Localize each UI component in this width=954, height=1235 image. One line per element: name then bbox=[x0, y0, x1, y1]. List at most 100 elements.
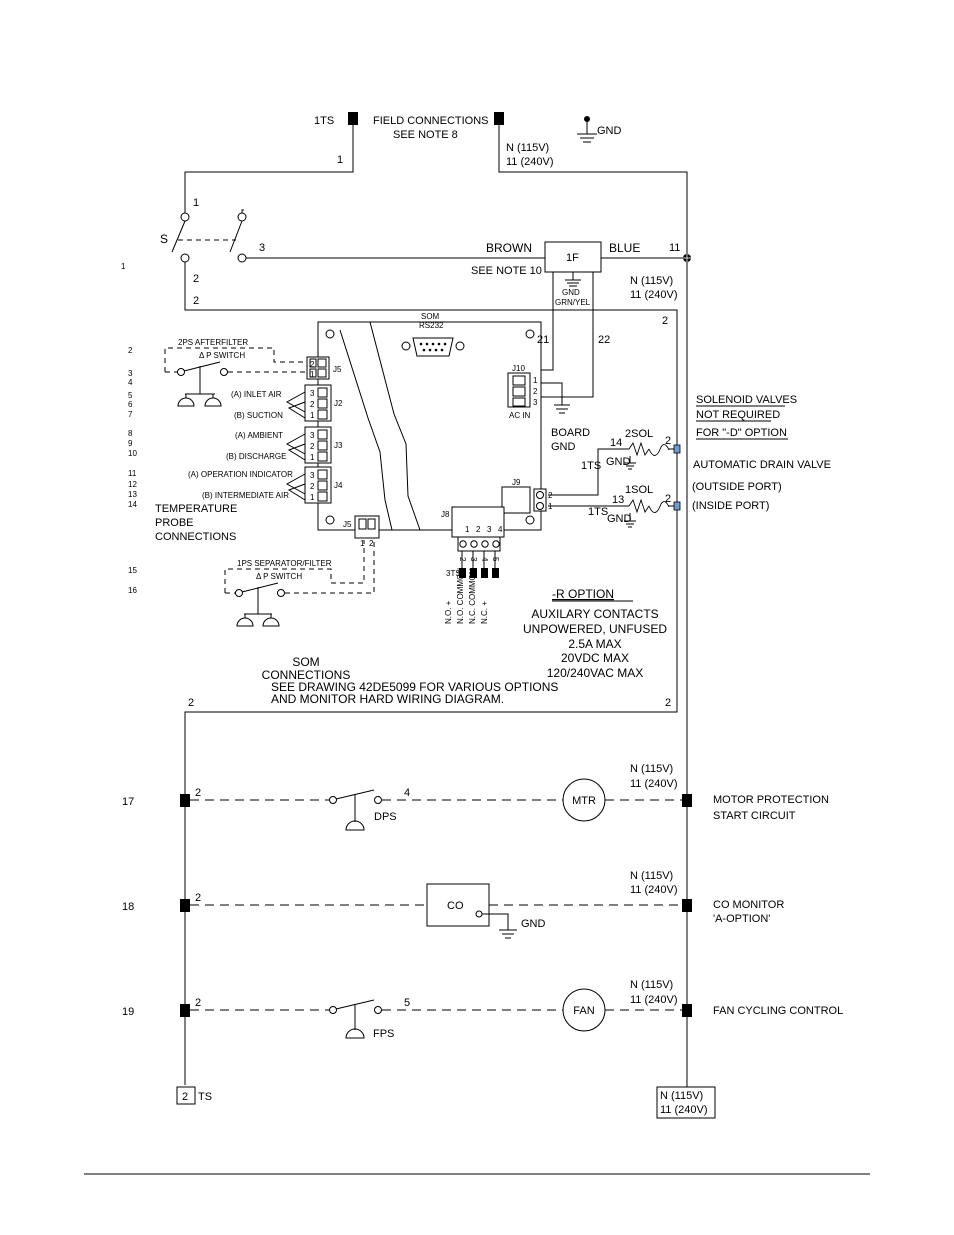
contact-label: N.O. + bbox=[444, 600, 453, 624]
rung-fan-cycling: 2 FPS 5 FAN N (115V) 11 (240V) FAN CYCLI… bbox=[180, 979, 843, 1040]
sol-note: FOR "-D" OPTION bbox=[696, 427, 787, 439]
pin-number: 3 bbox=[310, 431, 315, 440]
wire-number: 5 bbox=[404, 997, 410, 1009]
pin-number: 1 bbox=[310, 493, 315, 502]
junction-icon bbox=[683, 254, 691, 262]
see-note-8: SEE NOTE 8 bbox=[393, 129, 458, 141]
aux-line: 120/240VAC MAX bbox=[547, 666, 644, 680]
wire-number: 13 bbox=[612, 494, 624, 506]
terminal-box-2 bbox=[176, 1086, 196, 1105]
j10-label: J10 bbox=[512, 364, 525, 373]
probe-wire bbox=[285, 433, 306, 455]
rung-number: 8 bbox=[128, 429, 133, 438]
pin-number: 2 bbox=[310, 360, 315, 369]
rung-description: CO MONITOR bbox=[713, 899, 784, 911]
wire-number: 4 bbox=[404, 787, 410, 799]
neutral-115-label: N (115V) bbox=[630, 870, 673, 882]
rung-number: 14 bbox=[128, 500, 137, 509]
rung-number: 2 bbox=[128, 346, 133, 355]
neutral-115-label: N (115V) bbox=[660, 1090, 703, 1102]
wire-22 bbox=[530, 272, 594, 398]
inside-port-label: (INSIDE PORT) bbox=[692, 500, 769, 512]
fuse-label: 1F bbox=[566, 252, 579, 264]
pin-number: 4 bbox=[498, 525, 503, 534]
contact-label: N.O. COMMON bbox=[456, 568, 465, 624]
j2-label: J2 bbox=[334, 399, 343, 408]
ts-label: 1TS bbox=[588, 506, 608, 518]
aux-line: 2.5A MAX bbox=[568, 637, 621, 651]
rung-co-monitor: 2 CO GND N (115V) 11 (240V) CO MONITOR '… bbox=[180, 870, 784, 939]
wire-number: 2 bbox=[665, 697, 671, 709]
pin-number: 5 bbox=[491, 557, 500, 562]
neutral-115-label: N (115V) bbox=[506, 142, 549, 154]
field-connections-label: FIELD CONNECTIONS bbox=[373, 115, 489, 127]
j9-connector bbox=[501, 486, 531, 514]
rung-number: 9 bbox=[128, 439, 133, 448]
pressure-icon bbox=[177, 397, 195, 407]
terminal-block-neutral bbox=[494, 112, 504, 125]
som-note-line: CONNECTIONS bbox=[262, 668, 351, 682]
rung-number: 16 bbox=[128, 586, 137, 595]
j8-connector bbox=[451, 506, 505, 538]
suction-label: (B) SUCTION bbox=[234, 411, 283, 420]
pin-number: 1 bbox=[360, 539, 365, 548]
pressure-icon bbox=[345, 1028, 365, 1039]
neutral-115-label: N (115V) bbox=[630, 763, 673, 775]
aux-line: AUXILARY CONTACTS bbox=[531, 607, 658, 621]
neutral-115-label: N (115V) bbox=[630, 979, 673, 991]
pin-number: 2 bbox=[533, 387, 538, 396]
brown-label: BROWN bbox=[486, 241, 532, 255]
separator-label: 1PS SEPARATOR/FILTER bbox=[237, 559, 332, 568]
wire-number: 1 bbox=[337, 154, 343, 166]
gnd-label: GND bbox=[597, 125, 622, 137]
neutral-240-label: 11 (240V) bbox=[660, 1104, 708, 1116]
wire-14 bbox=[548, 448, 629, 496]
rung-number: 1 bbox=[121, 262, 126, 271]
afterfilter-label: 2PS AFTERFILTER bbox=[178, 338, 248, 347]
fuse-1f: 1F BROWN BLUE 11 SEE NOTE 10 GND GRN/YEL… bbox=[471, 241, 691, 405]
rs232-connector-icon bbox=[401, 337, 465, 357]
load-label: MTR bbox=[572, 795, 596, 807]
pin-number: 1 bbox=[310, 453, 315, 462]
gnd-label: GND bbox=[562, 288, 580, 297]
wire-number: 2 bbox=[665, 435, 671, 447]
intermediate-air-label: (B) INTERMEDIATE AIR bbox=[202, 491, 289, 500]
solenoid-terminal-icon bbox=[673, 444, 681, 454]
som-label: SOM bbox=[421, 312, 440, 321]
j3-label: J3 bbox=[334, 441, 343, 450]
pin-number: 2 bbox=[310, 482, 315, 491]
rung-number: 5 bbox=[128, 391, 133, 400]
pressure-icon bbox=[204, 397, 222, 407]
rung-number: 17 bbox=[122, 796, 134, 808]
load-label: CO bbox=[447, 900, 464, 912]
wire-number: 2 bbox=[188, 697, 194, 709]
wire-number: 2 bbox=[195, 787, 201, 799]
temp-probe-label: TEMPERATURE bbox=[155, 503, 237, 515]
solenoid-coil-icon bbox=[628, 441, 650, 457]
rung-number: 13 bbox=[128, 490, 137, 499]
ground-icon bbox=[554, 404, 570, 414]
pressure-icon bbox=[262, 617, 280, 627]
j9-label: J9 bbox=[512, 478, 521, 487]
discharge-label: (B) DISCHARGE bbox=[226, 452, 286, 461]
pin-number: 3 bbox=[487, 525, 492, 534]
p-switch-label: Δ P SWITCH bbox=[256, 572, 302, 581]
aux-contacts: 3TS 2 3 4 5 N.O. + N.O. COMMON N.C. COMM… bbox=[444, 551, 667, 680]
neutral-240-label: 11 (240V) bbox=[630, 778, 678, 790]
pin-number: 1 bbox=[465, 525, 470, 534]
aux-terminal-label: 3TS bbox=[446, 569, 461, 578]
pin-number: 4 bbox=[480, 557, 489, 562]
rung-number: 11 bbox=[128, 469, 137, 478]
som-note-line: SEE DRAWING 42DE5099 FOR VARIOUS OPTIONS bbox=[271, 680, 558, 694]
som-note: SOM CONNECTIONS SEE DRAWING 42DE5099 FOR… bbox=[188, 655, 671, 709]
wire-number: 22 bbox=[598, 334, 610, 346]
grn-yel-label: GRN/YEL bbox=[555, 298, 591, 307]
see-note-10: SEE NOTE 10 bbox=[471, 265, 542, 277]
gnd-label: GND bbox=[606, 456, 631, 468]
gnd-label: GND bbox=[607, 513, 632, 525]
option-title: -R OPTION bbox=[552, 587, 614, 601]
ts-label: TS bbox=[198, 1091, 212, 1103]
pin-number: 2 bbox=[369, 539, 374, 548]
wire-number: 1 bbox=[193, 197, 199, 209]
pin-number: 2 bbox=[310, 400, 315, 409]
